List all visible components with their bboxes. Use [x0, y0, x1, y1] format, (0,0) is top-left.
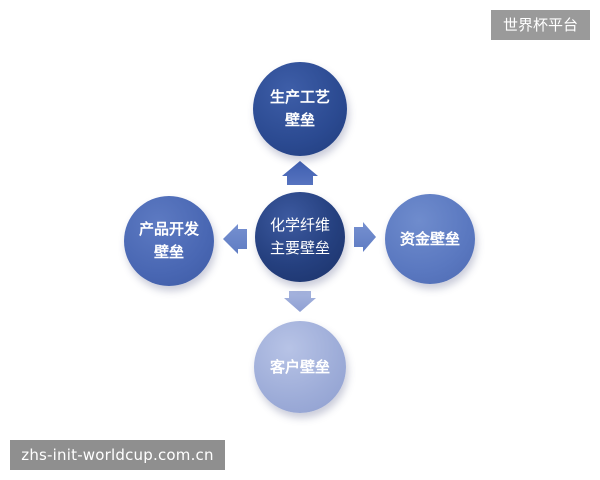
arrow-down-icon: [284, 291, 316, 312]
arrow-left-icon: [223, 224, 247, 254]
capital-barrier-node: 资金壁垒: [385, 194, 475, 284]
customer-barrier-label: 客户壁垒: [269, 357, 330, 376]
capital-barrier-label: 资金壁垒: [399, 229, 460, 248]
arrow-up-icon: [282, 161, 318, 185]
arrow-right-icon: [354, 222, 376, 252]
product-development-barrier-node: 产品开发壁垒: [124, 196, 214, 286]
process-barrier-node: 生产工艺壁垒: [253, 62, 347, 156]
customer-barrier-node: 客户壁垒: [254, 321, 346, 413]
source-watermark: zhs-init-worldcup.com.cn: [10, 440, 225, 470]
platform-badge: 世界杯平台: [491, 10, 590, 40]
product-development-barrier-label: 产品开发壁垒: [138, 220, 199, 261]
main-barriers-node: 化学纤维主要壁垒: [255, 192, 345, 282]
process-barrier-label: 生产工艺壁垒: [269, 88, 330, 129]
main-barriers-label: 化学纤维主要壁垒: [269, 216, 330, 257]
